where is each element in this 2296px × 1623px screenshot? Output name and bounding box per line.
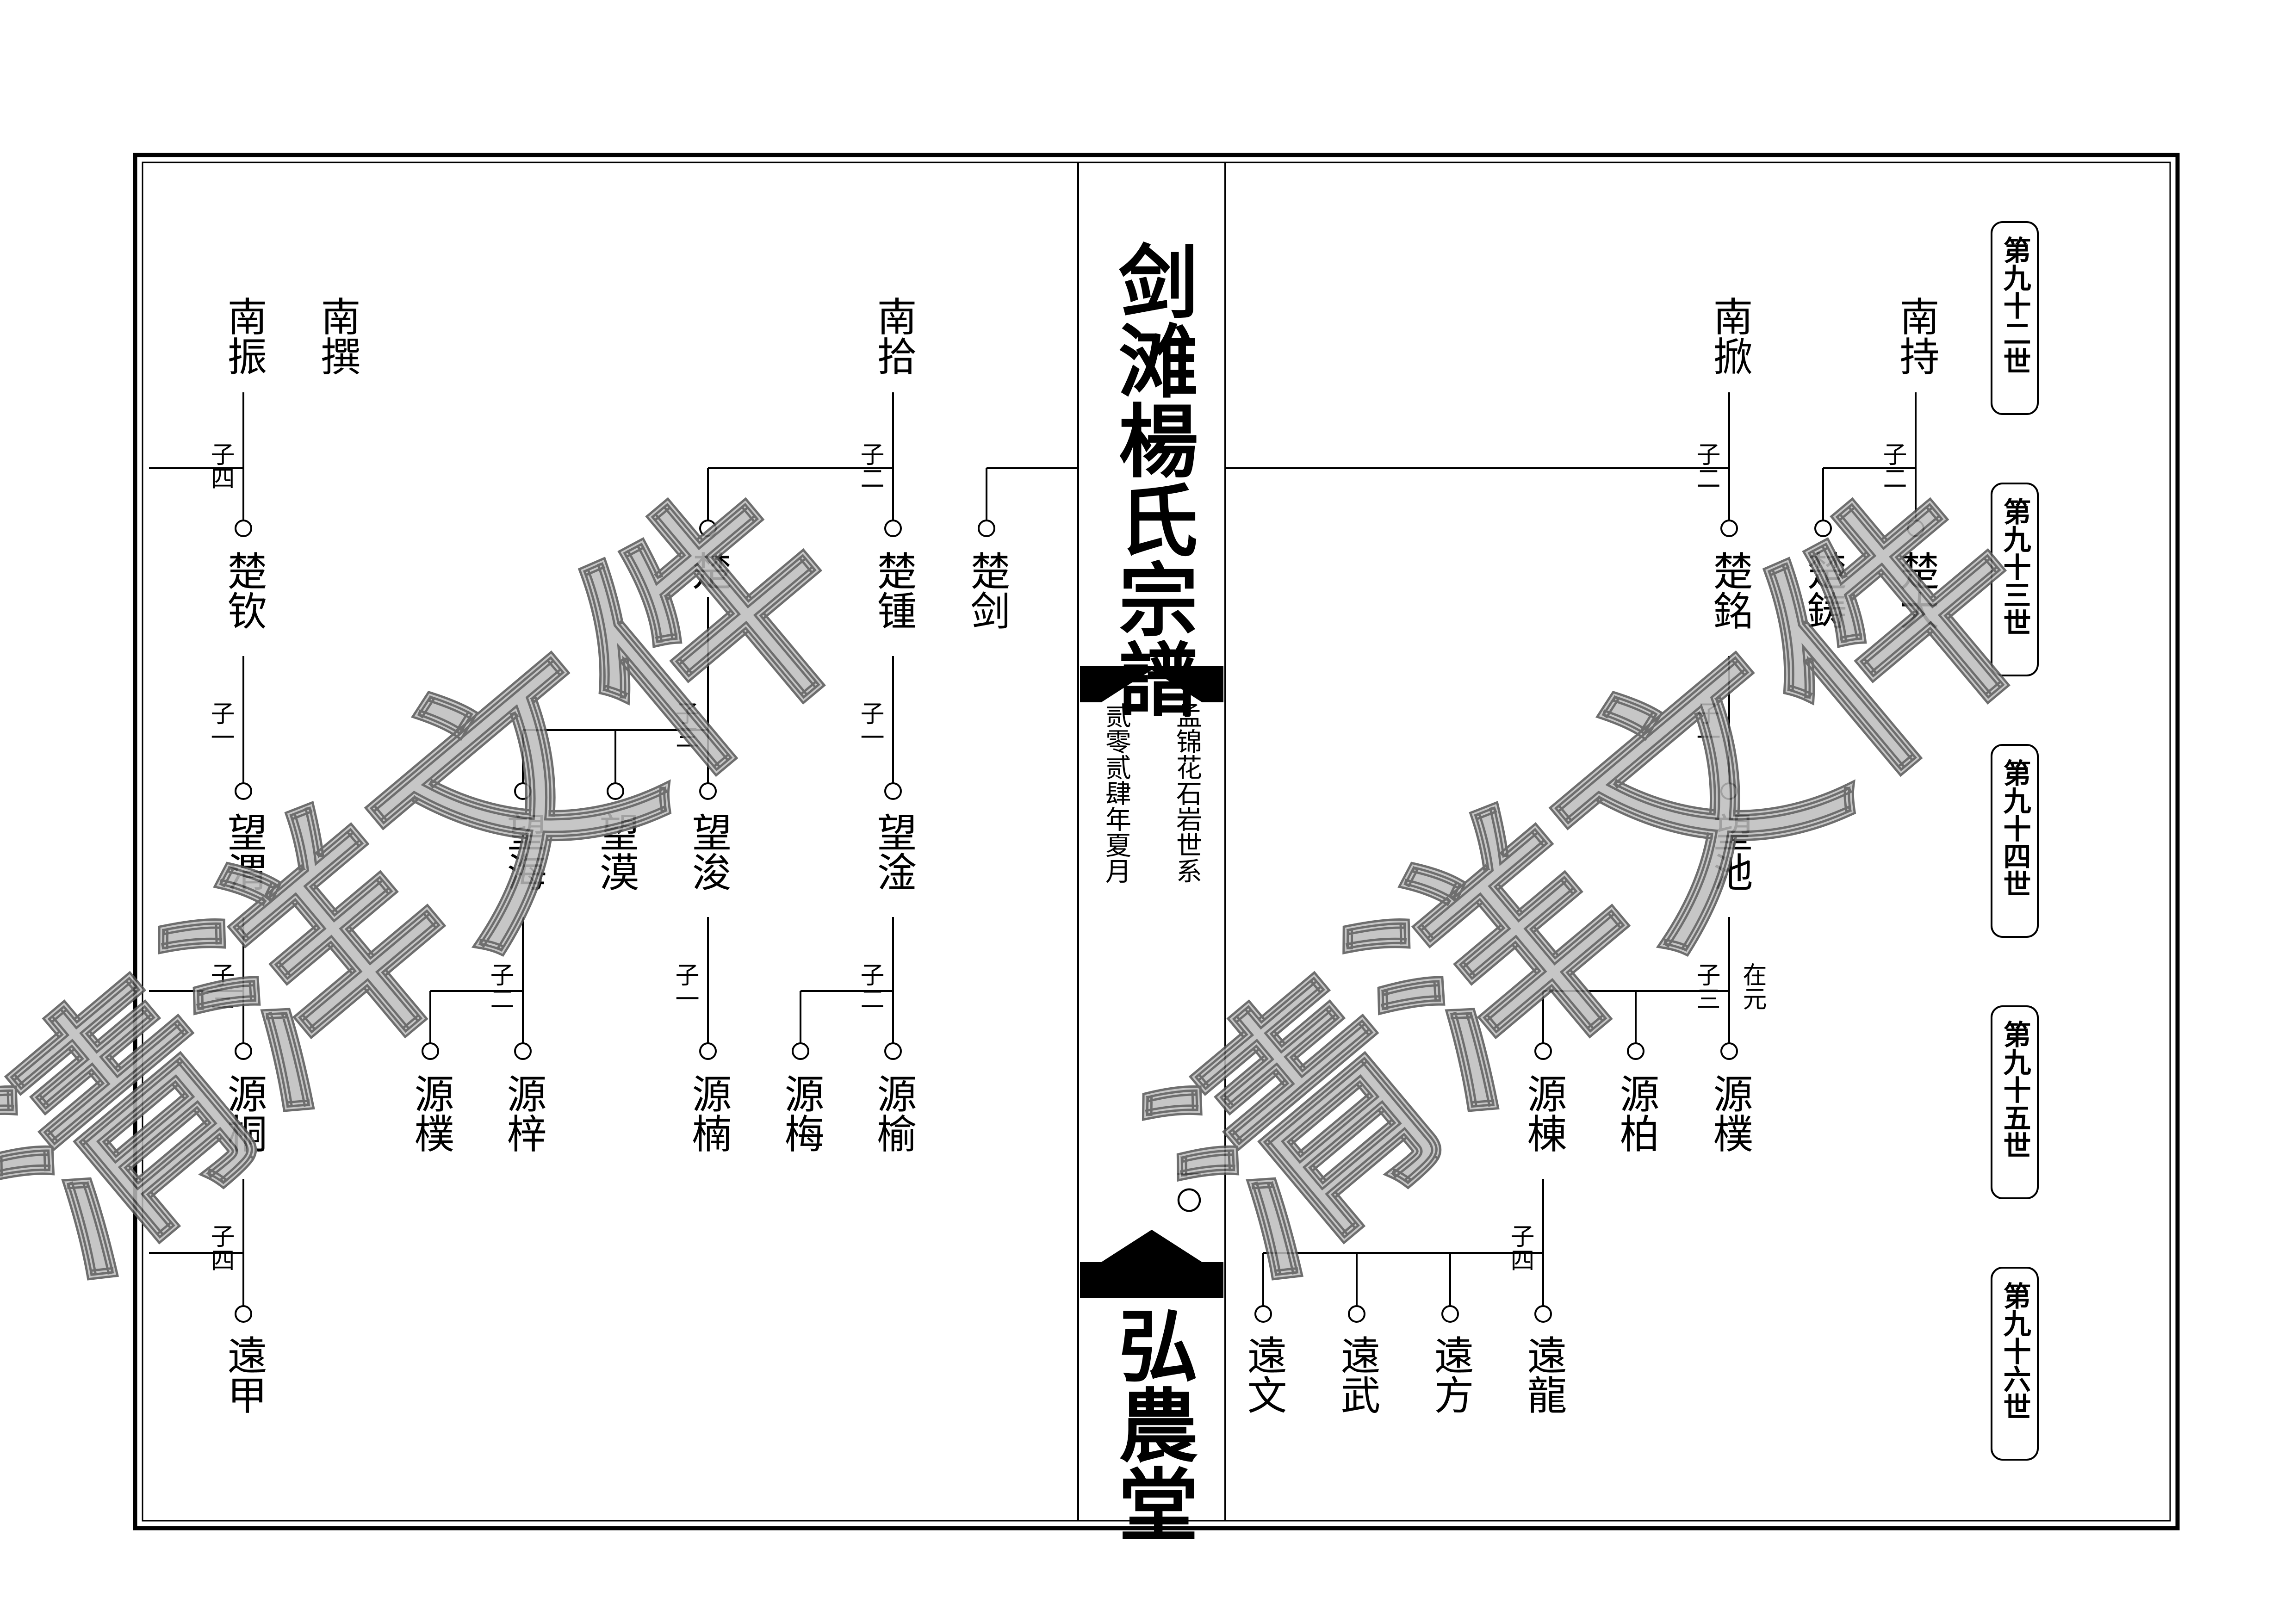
person-name: 望浚 [685,812,731,892]
person-name: 南拾 [870,296,916,376]
person-name: 源樸 [407,1073,453,1153]
person-name: 望渭 [220,812,267,892]
child-count: 子一 [671,962,699,1010]
person-name: 遠甲 [220,1335,267,1414]
person-name: 源桐 [220,1073,267,1153]
spine-date-label: 贰零贰肆年夏月 [1101,702,1131,884]
person-name: 源柏 [1613,1073,1659,1153]
child-count: 子二 [1879,442,1906,490]
person-name: 楚鋳 [1800,551,1846,630]
child-count: 子一 [856,701,884,749]
spine-title-top: 剑滩楊氏宗譜 [1105,241,1199,718]
person-name: 源梅 [777,1073,824,1153]
child-count: 子三 [1692,962,1720,1010]
child-count: 子一 [206,701,234,749]
person-name: 楚 [685,551,731,590]
generation-label: 第九十六世 [1998,1282,2031,1420]
generation-label: 第九十四世 [1998,759,2031,898]
person-name: 楚銘 [1706,551,1752,630]
page-number: 一〇 [1172,1161,1202,1213]
person-name: 源楠 [685,1073,731,1153]
child-count: 子四 [206,1224,234,1272]
child-count: 子三 [206,962,234,1010]
child-count: 子二 [1692,442,1720,490]
person-name: 楚大 [1893,551,1939,630]
spine-ornament-top [1080,666,1223,702]
child-count: 子二 [856,962,884,1010]
person-name: 楚锺 [870,551,916,630]
person-name: 南撰 [314,296,360,376]
watermark-right: 清洋文件 [1104,430,2094,1330]
person-name: 望淦 [870,812,916,892]
person-name: 遠武 [1334,1335,1380,1414]
child-count: 子四 [206,442,234,490]
spine-title-bottom: 弘農堂 [1105,1305,1199,1543]
generation-label: 第九十二世 [1998,236,2031,375]
generation-column: 第九十二世 第九十三世 第九十四世 第九十五世 第九十六世 [1991,221,2039,1461]
generation-label: 第九十五世 [1998,1020,2031,1159]
person-name: 遠龍 [1520,1335,1566,1414]
spine: 剑滩楊氏宗譜 孟锦花石岩世系 贰零贰肆年夏月 一〇 弘農堂 [1077,162,1226,1543]
person-name: 源梓 [500,1073,546,1153]
person-name: 望漠 [592,812,639,892]
child-count: 子四 [1506,1224,1534,1272]
page-frame [133,153,2180,1530]
person-name: 楚钦 [220,551,267,630]
child-count: 子二 [856,442,884,490]
person-name: 楚剑 [963,551,1010,630]
person-name: 遠文 [1240,1335,1286,1414]
spine-lineage-label: 孟锦花石岩世系 [1172,702,1202,884]
person-name: 南振 [220,296,267,376]
spine-ornament-bottom [1080,1230,1223,1298]
child-count: 子二 [486,962,514,1010]
person-name: 源棟 [1520,1073,1566,1153]
child-count: 子三 [671,701,699,749]
right-family-tree: 南持 南掀 子二 子二 楚大 楚鋳 楚銘 子一 望池 子三 在元 源樸 源柏 源… [1225,296,1939,1414]
person-name: 望海 [500,812,546,892]
child-count: 子一 [1692,701,1720,749]
person-name: 源榆 [870,1073,916,1153]
person-name: 源樸 [1706,1073,1752,1153]
person-name: 南持 [1893,296,1939,376]
generation-label: 第九十三世 [1998,497,2031,636]
watermark-text: 清洋文件 [1105,432,2093,1329]
person-name: 望池 [1706,812,1752,892]
person-name: 南掀 [1706,296,1752,376]
note-zai-yuan: 在元 [1738,962,1766,1010]
left-family-tree: 楚剑 南拾 子二 楚锺 楚 子一 子三 望淦 望浚 望漠 望海 子二 [149,296,1078,1414]
person-name: 遠方 [1427,1335,1473,1414]
